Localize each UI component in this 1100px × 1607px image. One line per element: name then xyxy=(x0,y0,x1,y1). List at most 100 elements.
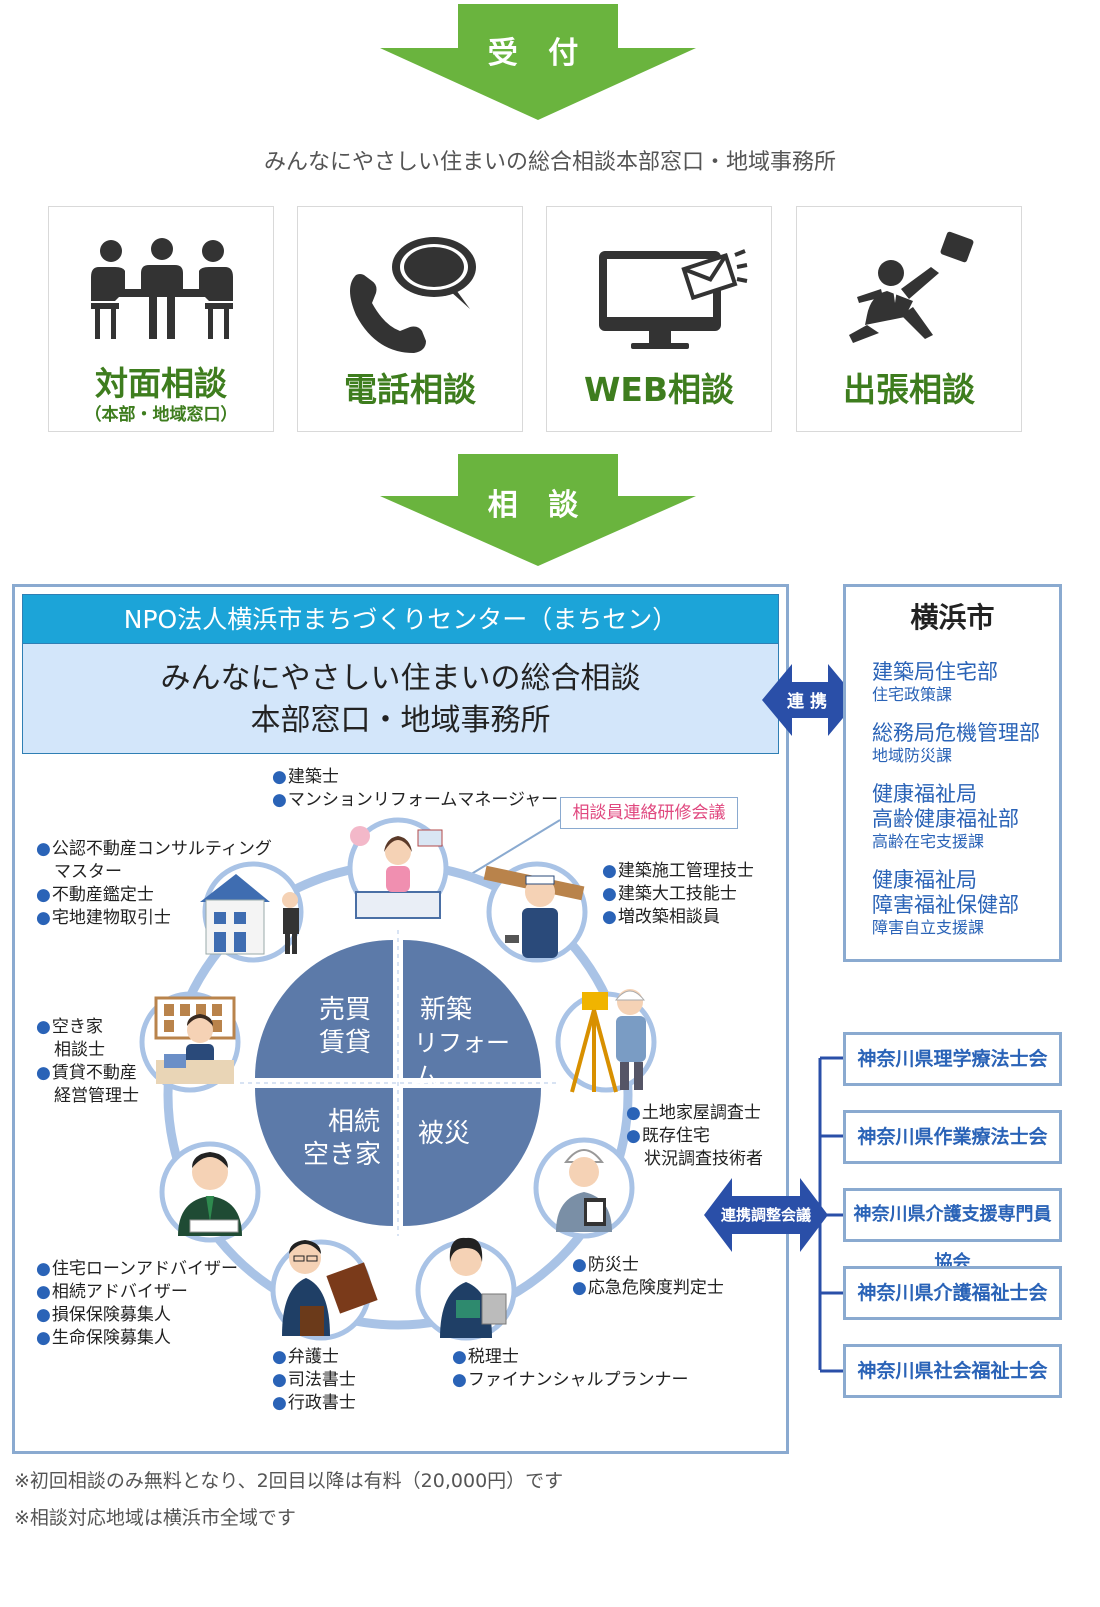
method-card-web: WEB相談 xyxy=(546,206,772,432)
assoc-sw: 神奈川県社会福祉士会 xyxy=(843,1344,1062,1398)
note-fee: ※初回相談のみ無料となり、2回目以降は有料（20,000円）です xyxy=(14,1470,564,1492)
assoc-ot: 神奈川県作業療法士会 xyxy=(843,1110,1062,1164)
quadrant-tl-line1: 売買 xyxy=(318,995,371,1025)
role-item: 相続アドバイザー xyxy=(36,1281,238,1304)
quadrant-label-bl: 相続 空き家 xyxy=(294,1106,390,1172)
role-item: 弁護士 xyxy=(272,1346,356,1369)
pie-quadrant-br xyxy=(403,1088,541,1226)
role-item: 生命保険募集人 xyxy=(36,1327,238,1350)
role-item: 不動産鑑定士 xyxy=(36,884,272,907)
method-card-visit: 出張相談 xyxy=(796,206,1022,432)
quadrant-br-line1: 被災 xyxy=(418,1119,471,1149)
role-item: 税理士 xyxy=(452,1346,689,1369)
phone-chat-icon xyxy=(350,237,476,353)
role-item: 空き家 xyxy=(36,1016,139,1039)
coord-link-label: 連携調整会議 xyxy=(720,1206,811,1224)
roles-surveyor: 土地家屋調査士 既存住宅 状況調査技術者 xyxy=(626,1102,763,1171)
roles-disaster: 防災士 応急危険度判定士 xyxy=(572,1254,724,1300)
city-dept-line: 総務局危機管理部 xyxy=(872,721,1040,745)
city-dept: 建築局住宅部 住宅政策課 xyxy=(872,660,998,705)
city-dept-section: 高齢在宅支援課 xyxy=(872,832,985,851)
role-item: 状況調査技術者 xyxy=(644,1149,763,1169)
subtitle: みんなにやさしい住まいの総合相談本部窓口・地域事務所 xyxy=(263,150,836,175)
quadrant-label-tr: 新築 リフォーム xyxy=(414,994,518,1093)
consult-arrow: 相 談 xyxy=(380,454,696,566)
city-dept-line: 健康福祉局 xyxy=(872,782,977,806)
quadrant-tl-line2: 賃貸 xyxy=(318,1028,371,1058)
role-item: 損保保険募集人 xyxy=(36,1304,238,1327)
npo-title: NPO法人横浜市まちづくりセンター（まちセン） xyxy=(22,594,779,644)
role-item: 相談士 xyxy=(54,1040,105,1060)
roles-realestate: 公認不動産コンサルティング マスター 不動産鑑定士 宅地建物取引士 xyxy=(36,838,272,930)
roles-tax: 税理士 ファイナンシャルプランナー xyxy=(452,1346,689,1392)
pie-quadrant-bl xyxy=(255,1088,393,1226)
role-item: 建築施工管理技士 xyxy=(602,860,754,883)
seminar-badge: 相談員連絡研修会議 xyxy=(560,797,738,829)
quadrant-label-br: 被災 xyxy=(418,1118,488,1151)
role-item: 経営管理士 xyxy=(54,1086,139,1106)
node-tax xyxy=(415,1237,517,1341)
assoc-pt: 神奈川県理学療法士会 xyxy=(843,1032,1062,1086)
pie-quadrant-tr xyxy=(403,940,541,1078)
method-sub-face: （本部・地域窓口） xyxy=(84,405,238,425)
roles-builder: 建築施工管理技士 建築大工技能士 増改築相談員 xyxy=(602,860,754,929)
city-dept-line: 障害福祉保健部 xyxy=(872,893,1019,917)
role-item: 行政書士 xyxy=(272,1392,356,1415)
roles-architect: 建築士 マンションリフォームマネージャー xyxy=(272,766,558,812)
assoc-cm: 神奈川県介護支援専門員協会 xyxy=(843,1188,1062,1273)
node-vacant xyxy=(139,991,241,1093)
role-item: 建築士 xyxy=(272,766,558,789)
reception-arrow: 受 付 xyxy=(380,4,696,120)
node-finance xyxy=(159,1141,261,1243)
quadrant-label-tl: 売買 賃貸 xyxy=(300,994,390,1060)
office-line1: みんなにやさしい住まいの総合相談 xyxy=(160,661,641,696)
method-card-face: 対面相談 （本部・地域窓口） xyxy=(48,206,274,432)
method-card-phone: 電話相談 xyxy=(297,206,523,432)
quadrant-bl-line2: 空き家 xyxy=(302,1140,381,1170)
quadrant-bl-line1: 相続 xyxy=(327,1107,380,1137)
city-dept: 総務局危機管理部 地域防災課 xyxy=(872,721,1040,766)
method-label-web: WEB相談 xyxy=(583,370,735,409)
role-item: 住宅ローンアドバイザー xyxy=(36,1258,238,1281)
pie-quadrant-tl xyxy=(255,940,393,1078)
city-link-label: 連携 xyxy=(787,692,833,712)
city-panel xyxy=(843,584,1062,962)
role-item: 土地家屋調査士 xyxy=(626,1102,763,1125)
city-dept-section: 地域防災課 xyxy=(872,746,953,765)
role-item: 賃貸不動産 xyxy=(36,1062,139,1085)
city-dept: 健康福祉局 障害福祉保健部 障害自立支援課 xyxy=(872,868,1019,938)
ring-diagram xyxy=(139,817,657,1341)
monitor-mail-icon xyxy=(599,249,748,349)
city-dept-line: 建築局住宅部 xyxy=(872,660,998,684)
role-item: 公認不動産コンサルティング xyxy=(36,838,272,861)
roles-vacant: 空き家 相談士 賃貸不動産 経営管理士 xyxy=(36,1016,139,1108)
city-dept-section: 障害自立支援課 xyxy=(872,918,985,937)
reception-label: 受 付 xyxy=(487,36,589,71)
assoc-cw: 神奈川県介護福祉士会 xyxy=(843,1266,1062,1320)
method-label-face: 対面相談 xyxy=(95,364,227,403)
role-item: 増改築相談員 xyxy=(602,906,754,929)
city-link-arrow: 連携 xyxy=(762,664,858,736)
city-title: 横浜市 xyxy=(910,601,995,634)
roles-legal: 弁護士 司法書士 行政書士 xyxy=(272,1346,356,1415)
running-businessman-icon xyxy=(849,231,974,343)
meeting-table-icon xyxy=(91,238,233,339)
city-dept: 健康福祉局 高齢健康福祉部 高齢在宅支援課 xyxy=(872,782,1019,852)
node-disaster xyxy=(533,1137,635,1239)
node-architect xyxy=(347,817,449,919)
roles-finance: 住宅ローンアドバイザー 相続アドバイザー 損保保険募集人 生命保険募集人 xyxy=(36,1258,238,1350)
note-area: ※相談対応地域は横浜市全域です xyxy=(14,1507,296,1529)
role-item: 司法書士 xyxy=(272,1369,356,1392)
office-box: みんなにやさしい住まいの総合相談 本部窓口・地域事務所 xyxy=(22,644,779,754)
node-builder xyxy=(483,861,588,963)
node-surveyor xyxy=(555,989,657,1093)
office-line2: 本部窓口・地域事務所 xyxy=(250,703,551,738)
role-item: マスター xyxy=(54,862,122,882)
city-dept-line: 高齢健康福祉部 xyxy=(872,807,1019,831)
role-item: マンションリフォームマネージャー xyxy=(272,789,558,812)
role-item: ファイナンシャルプランナー xyxy=(452,1369,689,1392)
coord-link-arrow: 連携調整会議 xyxy=(704,1178,828,1252)
role-item: 宅地建物取引士 xyxy=(36,907,272,930)
role-item: 建築大工技能士 xyxy=(602,883,754,906)
role-item: 既存住宅 xyxy=(626,1125,763,1148)
